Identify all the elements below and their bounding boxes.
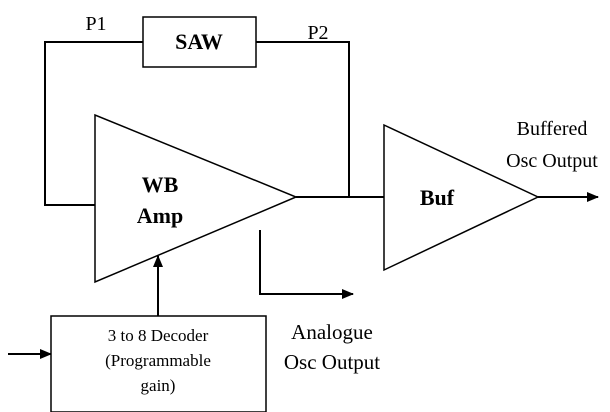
decoder-label-line1: 3 to 8 Decoder [108, 326, 209, 345]
buffered-output-label-line1: Buffered [517, 118, 588, 140]
feedback-wire-p1 [44, 41, 143, 206]
buffer-triangle [383, 123, 540, 272]
port-p1-label: P1 [85, 13, 106, 35]
buffer-label: Buf [420, 185, 455, 210]
analogue-output-wire [259, 230, 354, 299]
decoder-label-line3: gain) [141, 376, 176, 395]
analogue-output-label-line2: Osc Output [284, 350, 380, 374]
decoder-label-line2: (Programmable [105, 351, 211, 370]
port-p2-label: P2 [307, 22, 328, 44]
saw-label: SAW [175, 29, 223, 54]
decoder-box [50, 315, 267, 412]
analogue-output-label-line1: Analogue [291, 320, 373, 344]
wb-amp-triangle [94, 113, 298, 284]
saw-filter-box [142, 16, 257, 68]
buffered-output-label-line2: Osc Output [506, 150, 598, 172]
wb-amp-label-line1: WB [142, 172, 179, 197]
feedback-wire-p2 [256, 41, 350, 197]
wb-amp-label-line2: Amp [137, 203, 183, 228]
